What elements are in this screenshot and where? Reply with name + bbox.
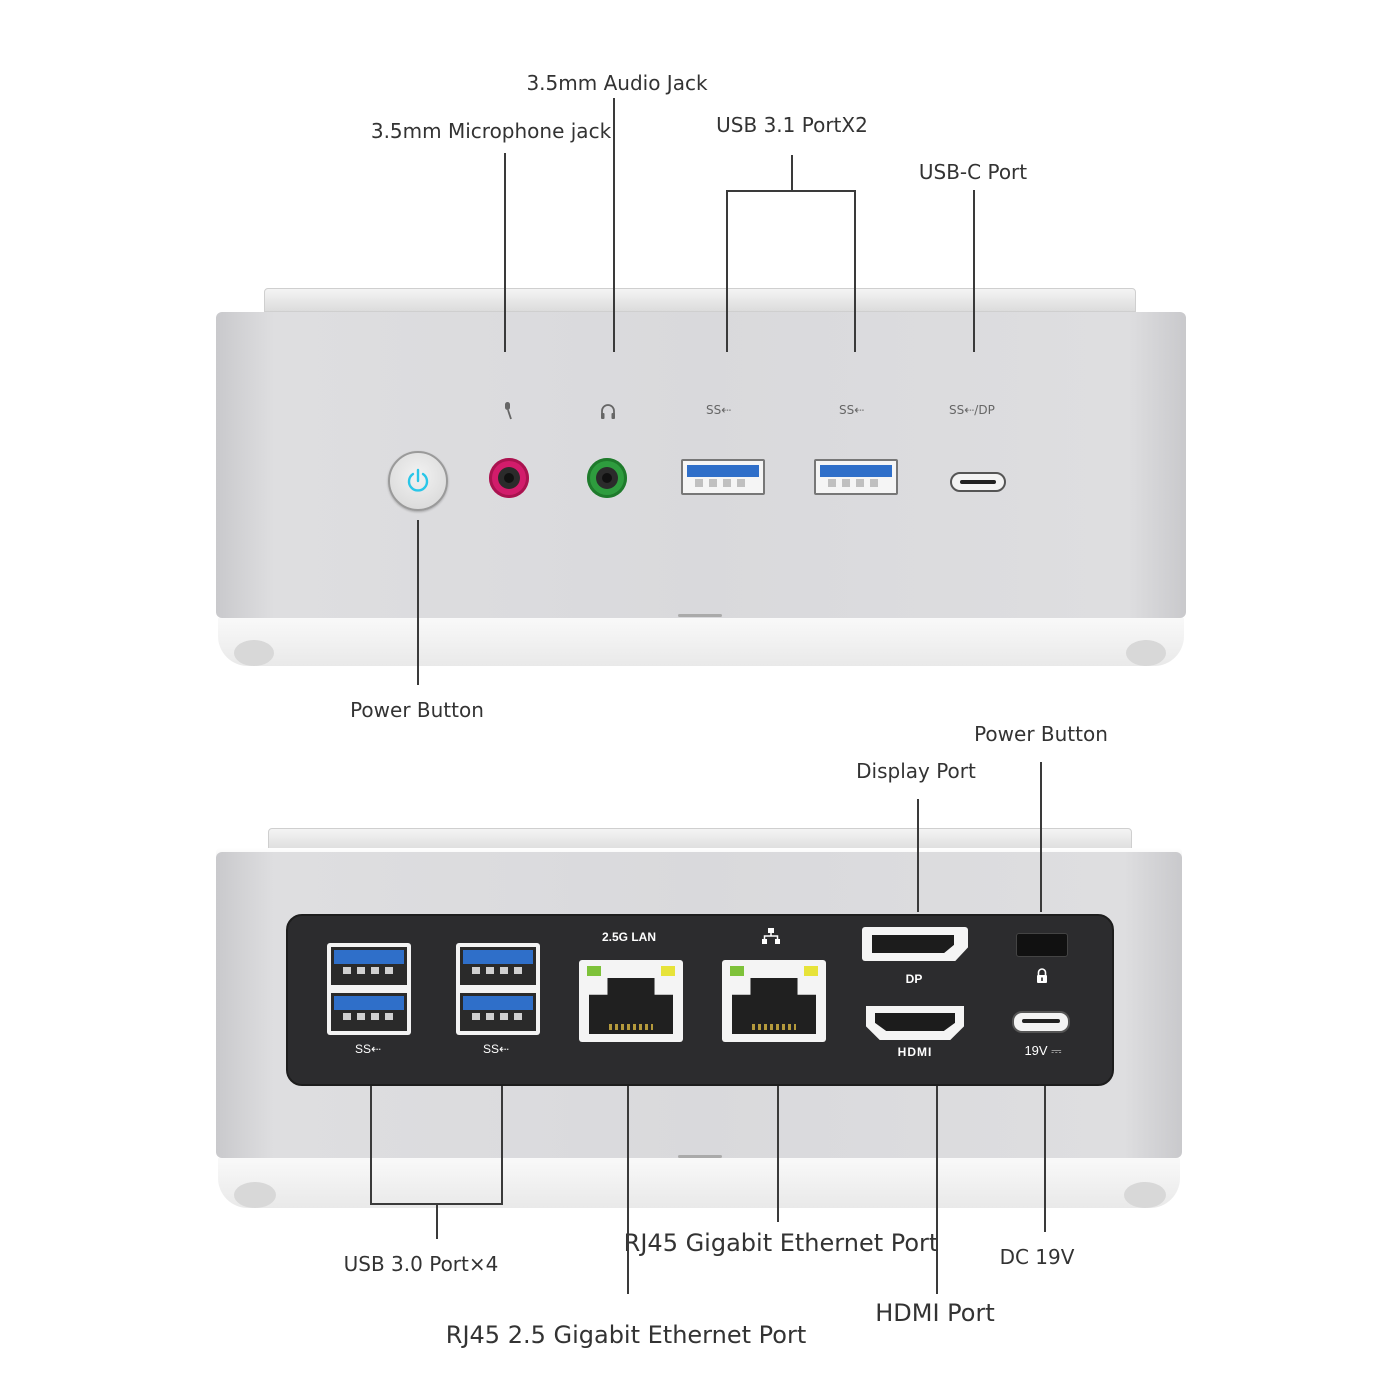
display-port-leader: [917, 799, 919, 912]
rj45-gigabit-port[interactable]: [722, 960, 826, 1042]
usb31-label: USB 3.1 PortX2: [716, 113, 868, 137]
rj45-gigabit-leader: [777, 1086, 779, 1222]
headphone-icon: [601, 404, 615, 419]
usb30-stack-2[interactable]: [456, 943, 540, 1035]
usb30-stack-1[interactable]: [327, 943, 411, 1035]
network-icon: [762, 928, 780, 944]
hdmi-label: HDMI Port: [875, 1299, 995, 1327]
usb31-leader-right: [854, 190, 856, 352]
usb30-leader-stem: [436, 1203, 438, 1239]
front-base: [218, 618, 1184, 666]
back-foot-left: [234, 1182, 276, 1208]
front-notch: [678, 614, 722, 617]
usb31-port-1[interactable]: [681, 459, 765, 495]
audio-jack-label: 3.5mm Audio Jack: [526, 71, 708, 95]
lock-icon: [1037, 968, 1047, 983]
dc19-label: DC 19V: [999, 1245, 1075, 1269]
usb30-leader-left: [370, 1086, 372, 1204]
usb31-leader-left: [726, 190, 728, 352]
usb31-leader-stem: [791, 155, 793, 191]
back-base: [218, 1158, 1180, 1208]
usb-icon: SS⇠: [482, 1042, 510, 1056]
mic-jack-label: 3.5mm Microphone jack: [370, 119, 612, 143]
power-icon: [407, 468, 429, 492]
display-port-label: Display Port: [856, 759, 976, 783]
front-top-rim: [264, 288, 1136, 312]
mic-jack-leader: [504, 153, 506, 352]
usb-icon: SS⇠: [839, 403, 865, 417]
usbc-leader: [973, 190, 975, 352]
back-notch: [678, 1155, 722, 1158]
audio-jack[interactable]: [587, 458, 627, 498]
front-power-leader: [417, 520, 419, 685]
usb30-leader-right: [501, 1086, 503, 1204]
display-port[interactable]: [862, 927, 968, 961]
front-foot-right: [1126, 640, 1166, 666]
dc-usb-c-port[interactable]: [1012, 1011, 1070, 1033]
hdmi-port[interactable]: [866, 1006, 964, 1040]
io-panel: [286, 914, 1114, 1086]
lan25-text: 2.5G LAN: [601, 930, 657, 944]
back-power-leader: [1040, 762, 1042, 912]
microphone-jack[interactable]: [489, 458, 529, 498]
microphone-icon: [505, 402, 512, 420]
front-foot-left: [234, 640, 274, 666]
back-power-button[interactable]: [1016, 933, 1068, 957]
usb-icon: SS⇠: [706, 403, 732, 417]
dp-text: DP: [905, 972, 923, 986]
front-power-button[interactable]: [388, 451, 448, 511]
hdmi-text: HDMI: [897, 1045, 933, 1059]
usb31-port-2[interactable]: [814, 459, 898, 495]
usb31-leader-bracket: [726, 190, 856, 192]
audio-jack-leader: [613, 98, 615, 352]
rj45-gigabit-label: RJ45 Gigabit Ethernet Port: [623, 1229, 939, 1257]
rj45-2.5g-label: RJ45 2.5 Gigabit Ethernet Port: [445, 1321, 807, 1349]
dc19-leader: [1044, 1086, 1046, 1232]
usb-icon: SS⇠: [354, 1042, 382, 1056]
back-power-label: Power Button: [974, 722, 1108, 746]
dc-text: 19V ⎓: [1024, 1043, 1062, 1058]
rj45-2.5g-leader: [627, 1086, 629, 1294]
rj45-2.5g-port[interactable]: [579, 960, 683, 1042]
usb-c-dp-icon: SS⇠/DP: [949, 403, 995, 417]
front-power-label: Power Button: [350, 698, 484, 722]
usb-c-port[interactable]: [950, 472, 1006, 492]
hdmi-leader: [936, 1086, 938, 1294]
usb30-label: USB 3.0 Port×4: [343, 1252, 499, 1276]
usbc-label: USB-C Port: [918, 160, 1028, 184]
back-foot-right: [1124, 1182, 1166, 1208]
